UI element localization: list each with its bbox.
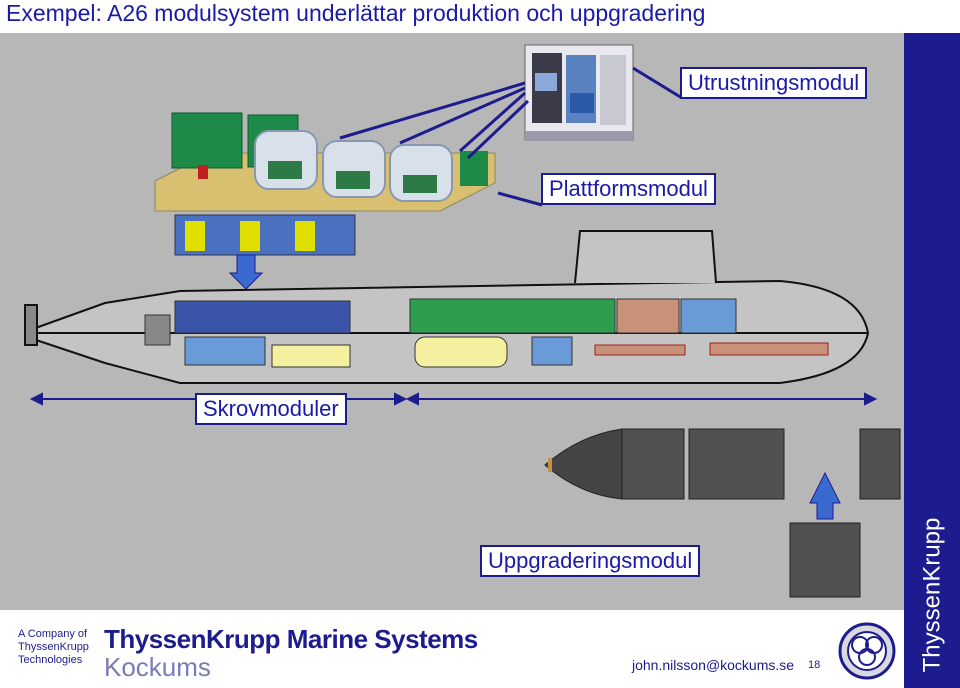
diagram-canvas: Utrustningsmodul Plattformsmodul Skrovmo…: [0, 33, 904, 610]
label-plattformsmodul: Plattformsmodul: [541, 173, 716, 205]
section-arrows: [29, 392, 878, 406]
company-line-2: ThyssenKrupp: [18, 641, 89, 653]
hull-modules: [144, 298, 829, 368]
contact-email: john.nilsson@kockums.se: [632, 657, 795, 673]
company-line-1: A Company of: [18, 628, 88, 640]
equipment-module-image: [524, 44, 634, 141]
pointer-arrows: [339, 66, 683, 207]
up-arrow-icon: [809, 471, 841, 520]
upgrade-modules: [544, 428, 901, 598]
vertical-brand-label: ThyssenKrupp: [918, 518, 945, 673]
company-line-3: Technologies: [18, 654, 83, 666]
label-uppgraderingsmodul: Uppgraderingsmodul: [480, 545, 701, 577]
down-arrow-icon: [228, 254, 264, 290]
brand-vertical-text: ThyssenKrupp: [918, 518, 945, 673]
brand-band: [904, 33, 960, 688]
thyssenkrupp-logo-icon: [838, 622, 896, 680]
label-utrustningsmodul: Utrustningsmodul: [680, 67, 868, 99]
platform-module-image: [154, 112, 496, 256]
company-of-label: A Company of ThyssenKrupp Technologies: [18, 628, 89, 667]
brand-name: ThyssenKrupp Marine Systems: [104, 624, 478, 654]
submarine-diagram: [24, 44, 901, 598]
slide-title: Exempel: A26 modulsystem underlättar pro…: [6, 0, 706, 26]
label-skrovmoduler: Skrovmoduler: [195, 393, 347, 425]
page-number: 18: [808, 659, 821, 671]
sub-brand: Kockums: [104, 652, 211, 682]
